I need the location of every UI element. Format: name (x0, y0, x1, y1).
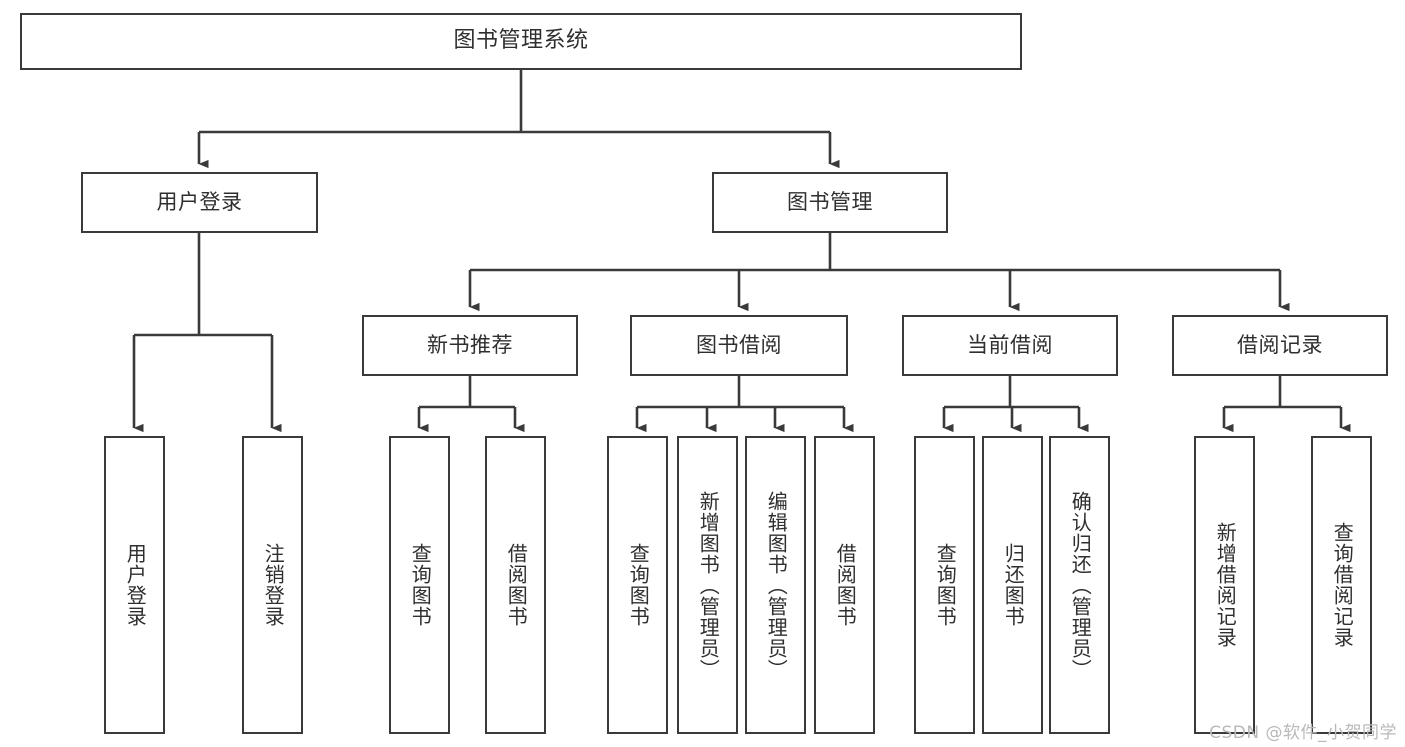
leaf-borrow-record-1[interactable]: 查询借阅记录 (1311, 436, 1372, 734)
node-book-manage[interactable]: 图书管理 (712, 172, 948, 233)
leaf-current-borrow-0[interactable]: 查询图书 (914, 436, 975, 734)
leaf-current-borrow-1[interactable]: 归还图书 (982, 436, 1043, 734)
node-user-login[interactable]: 用户登录 (81, 172, 318, 233)
leaf-user-login-0[interactable]: 用户登录 (104, 436, 165, 734)
leaf-user-login-1[interactable]: 注销登录 (242, 436, 303, 734)
leaf-new-book-recommend-1[interactable]: 借阅图书 (485, 436, 546, 734)
leaf-borrow-record-0[interactable]: 新增借阅记录 (1194, 436, 1255, 734)
leaf-book-borrow-2[interactable]: 编辑图书（管理员） (745, 436, 806, 734)
leaf-current-borrow-2[interactable]: 确认归还（管理员） (1049, 436, 1110, 734)
node-borrow-record[interactable]: 借阅记录 (1172, 315, 1388, 376)
node-current-borrow[interactable]: 当前借阅 (902, 315, 1118, 376)
leaf-book-borrow-1[interactable]: 新增图书（管理员） (677, 436, 738, 734)
node-new-book-recommend[interactable]: 新书推荐 (362, 315, 578, 376)
node-book-borrow[interactable]: 图书借阅 (630, 315, 848, 376)
leaf-new-book-recommend-0[interactable]: 查询图书 (389, 436, 450, 734)
leaf-book-borrow-0[interactable]: 查询图书 (607, 436, 668, 734)
node-root-system[interactable]: 图书管理系统 (20, 13, 1022, 70)
leaf-book-borrow-3[interactable]: 借阅图书 (814, 436, 875, 734)
csdn-watermark: CSDN @软件_小贺同学 (1209, 723, 1397, 743)
